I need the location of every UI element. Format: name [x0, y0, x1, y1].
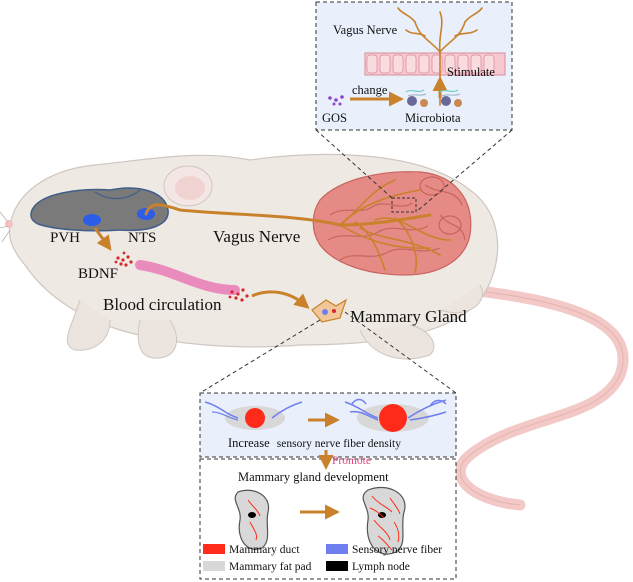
gland-before: [234, 489, 270, 550]
inset-vagus-branches: [397, 7, 483, 106]
mammary-gland-label: Mammary Gland: [350, 307, 467, 326]
nts-label: NTS: [128, 230, 156, 246]
development-label: Mammary gland development: [238, 470, 389, 484]
vagus-nerve-label: Vagus Nerve: [213, 227, 300, 246]
blood-to-gland-arrow: [251, 290, 310, 309]
pvh-nucleus: [83, 214, 101, 226]
mouse-brain: [30, 187, 169, 232]
legend-item-nerve: Sensory nerve fiber: [326, 544, 442, 556]
legend-label-lymph: Lymph node: [352, 561, 410, 573]
high-density-node: [344, 398, 447, 432]
mouse-illustration: [0, 153, 629, 511]
mouse-hind-leg: [359, 324, 435, 360]
legend-label-fat-pad: Mammary fat pad: [229, 561, 312, 573]
legend-label-duct: Mammary duct: [229, 544, 300, 556]
pvh-to-bdnf-arrow: [93, 227, 112, 251]
promote-label: Promote: [332, 455, 371, 467]
legend-item-lymph: Lymph node: [326, 561, 410, 573]
gland-after: [362, 486, 406, 555]
low-density-node: [204, 401, 303, 430]
gos-label: GOS: [322, 111, 347, 125]
bdnf-label: BDNF: [78, 266, 118, 282]
increase-rest: sensory nerve fiber density: [277, 438, 401, 450]
bdnf-particles: [114, 251, 133, 267]
legend-item-fat-pad: Mammary fat pad: [203, 561, 312, 573]
circulating-bdnf-particles: [228, 288, 249, 302]
legend-swatch-nerve: [326, 544, 348, 554]
legend-swatch-duct: [203, 544, 225, 554]
legend-swatch-fat-pad: [203, 561, 225, 571]
mouse-front-leg: [66, 299, 111, 351]
gut-inset: Vagus Nerve Stimulate change GOS Microbi…: [315, 1, 513, 213]
legend: Mammary duct Sensory nerve fiber Mammary…: [203, 544, 442, 573]
mouse-whiskers: [0, 211, 11, 243]
gland-inset: Increase sensory nerve fiber density Pro…: [199, 311, 457, 580]
legend-item-duct: Mammary duct: [203, 544, 300, 556]
increase-label: Increase sensory nerve fiber density: [228, 436, 401, 450]
blood-circulation-label: Blood circulation: [103, 295, 222, 314]
gos-particles: [328, 95, 344, 106]
mouse-front-leg-2: [137, 319, 178, 359]
increase-word: Increase: [228, 436, 270, 450]
microbiota-label: Microbiota: [405, 111, 461, 125]
stimulate-label: Stimulate: [447, 65, 495, 79]
vagus-nerve-branches: [339, 179, 451, 273]
mammary-gland: [311, 298, 348, 323]
intestine: [312, 171, 472, 276]
epithelial-cells: [364, 52, 506, 76]
gut-zoom-box: [391, 197, 417, 213]
blood-vessel: [135, 260, 240, 295]
gut-vagus-label: Vagus Nerve: [333, 23, 398, 37]
legend-swatch-lymph: [326, 561, 348, 571]
change-label: change: [352, 83, 388, 97]
legend-label-nerve: Sensory nerve fiber: [352, 544, 442, 556]
vagus-nerve-main: [144, 203, 432, 227]
microbiota-cluster: [405, 89, 462, 107]
pvh-label: PVH: [50, 230, 80, 246]
